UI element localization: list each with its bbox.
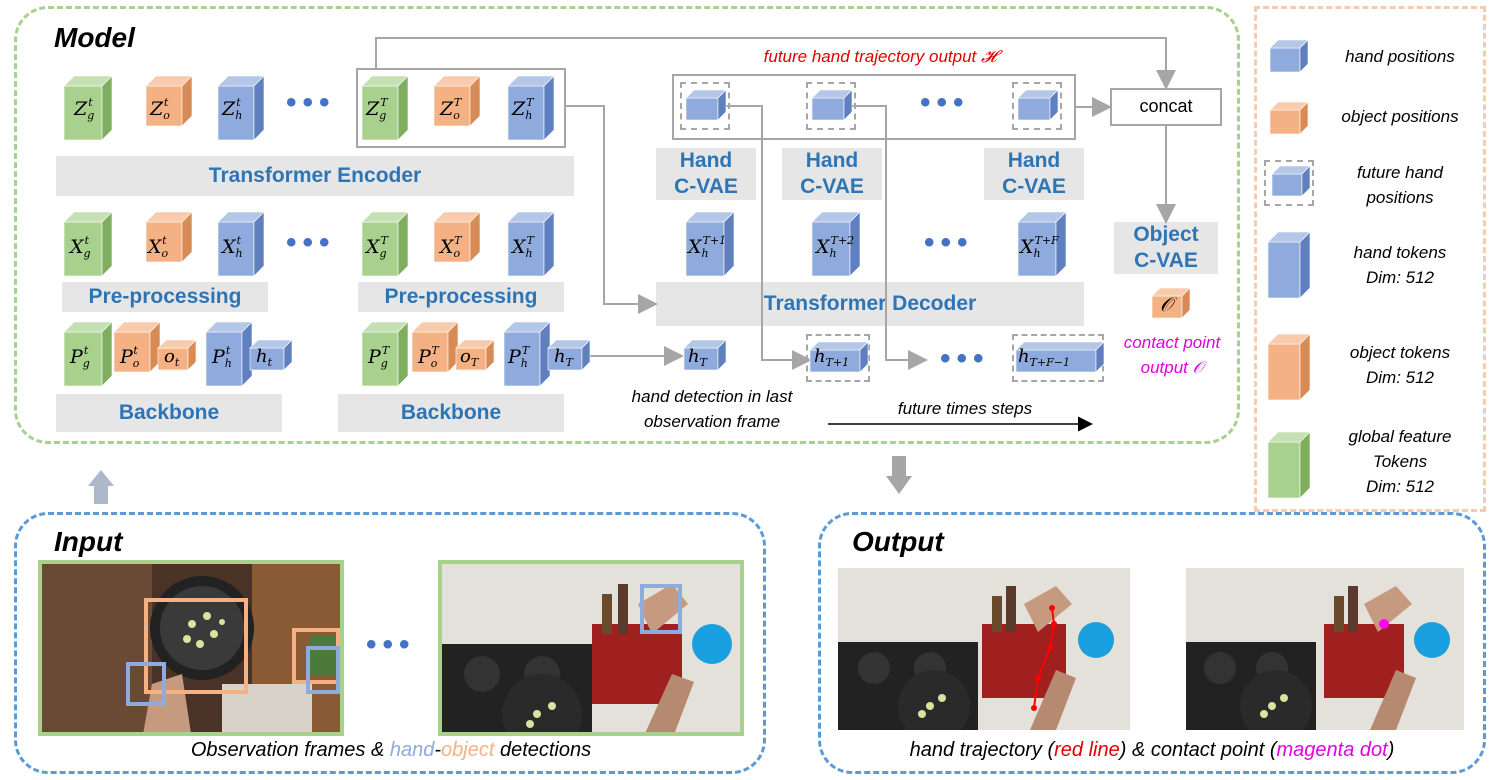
- transformer-decoder: Transformer Decoder: [656, 282, 1084, 326]
- p-o-t: Pot: [120, 344, 140, 370]
- input-caption-b: detections: [494, 739, 592, 761]
- concat-label: concat: [1139, 96, 1193, 116]
- future-output-symbol: 𝓗: [981, 47, 997, 67]
- hand-cvae-1: Hand C-VAE: [656, 148, 756, 200]
- output-caption-c: ): [1387, 739, 1395, 761]
- input-caption-a: Observation frames &: [190, 739, 390, 761]
- legend-future-hand-box: [1264, 160, 1314, 206]
- contact-label: contact point output 𝒪: [1104, 330, 1240, 381]
- contact-symbol: 𝒪: [1192, 358, 1204, 378]
- pre-processing-2: Pre-processing: [358, 282, 564, 312]
- z-o-t: Zot: [150, 96, 170, 122]
- x-h-T2: XhT+2: [816, 234, 855, 260]
- h-t: ht: [256, 346, 273, 369]
- input-caption-object: object: [441, 739, 495, 761]
- object-output-symbol: 𝒪: [1160, 292, 1173, 316]
- legend-future-hand-positions: future hand positions: [1356, 163, 1443, 207]
- input-frame-1: [38, 560, 344, 736]
- legend-object-tokens-dim: Dim: 512: [1365, 368, 1435, 387]
- ellipsis-decoder-tokens: •••: [924, 226, 974, 259]
- x-g-t: Xgt: [70, 234, 91, 260]
- ellipsis-future-out: •••: [920, 86, 970, 119]
- legend-global-tokens-dim: Dim: 512: [1365, 477, 1435, 496]
- o-T: oT: [460, 346, 479, 369]
- input-caption-dash: -: [434, 739, 442, 761]
- output-title: Output: [852, 526, 944, 557]
- hand-cvae-3: Hand C-VAE: [984, 148, 1084, 200]
- backbone-2: Backbone: [338, 394, 564, 432]
- future-output-label-text: future hand trajectory output: [763, 47, 977, 66]
- x-h-T: XhT: [512, 234, 534, 260]
- legend-global-tokens-name: global feature Tokens: [1348, 427, 1452, 471]
- legend-hand-tokens-name: hand tokens: [1353, 243, 1447, 262]
- legend-panel: [1254, 6, 1486, 512]
- future-out-box-1: [680, 82, 730, 130]
- input-title: Input: [54, 526, 123, 557]
- x-g-T: XgT: [366, 234, 388, 260]
- hand-cvae-2: Hand C-VAE: [782, 148, 882, 200]
- output-caption-b: ) & contact point (: [1119, 739, 1277, 761]
- x-h-t: Xht: [222, 234, 243, 260]
- contact-label-text: contact point output: [1123, 333, 1221, 377]
- output-caption-mag: magenta dot: [1276, 739, 1388, 761]
- backbone-1: Backbone: [56, 394, 282, 432]
- object-cvae: Object C-VAE: [1114, 222, 1218, 274]
- future-out-box-3: [1012, 82, 1062, 130]
- output-caption-a: hand trajectory (: [909, 739, 1055, 761]
- z-g-T: ZgT: [366, 96, 388, 122]
- input-frame-2: [438, 560, 744, 736]
- ellipsis-decoder-input: •••: [940, 342, 990, 375]
- output-caption-red: red line: [1054, 739, 1120, 761]
- x-o-T: XoT: [440, 234, 462, 260]
- legend-object-tokens-name: object tokens: [1349, 343, 1451, 362]
- future-steps-label: future times steps: [897, 399, 1033, 418]
- output-frame-1: [838, 568, 1130, 730]
- o-t: ot: [164, 346, 180, 369]
- ellipsis-input: •••: [286, 226, 336, 259]
- legend-hand-positions: hand positions: [1345, 47, 1455, 66]
- legend-object-tokens: object tokens Dim: 512: [1322, 340, 1478, 390]
- hand-detection-label: hand detection in last observation frame: [631, 387, 793, 431]
- x-h-TF: XhT+F: [1020, 234, 1059, 260]
- p-h-T: PhT: [508, 344, 530, 370]
- model-title: Model: [54, 22, 135, 53]
- z-h-t: Zht: [222, 96, 243, 122]
- p-g-T: PgT: [368, 344, 390, 370]
- h-T-dec: hT: [688, 346, 707, 369]
- future-out-box-2: [806, 82, 856, 130]
- input-caption-hand: hand: [389, 739, 435, 761]
- legend-hand-tokens: hand tokens Dim: 512: [1322, 240, 1478, 290]
- legend-global-tokens: global feature Tokens Dim: 512: [1330, 424, 1470, 499]
- output-frame-2: [1186, 568, 1464, 730]
- legend-hand-tokens-dim: Dim: 512: [1365, 268, 1435, 287]
- z-h-T: ZhT: [512, 96, 534, 122]
- h-T-plus-1: hT+1: [814, 346, 850, 369]
- future-hand-pos-box-1: [806, 334, 870, 382]
- p-o-T: PoT: [418, 344, 439, 370]
- pre-processing-1: Pre-processing: [62, 282, 268, 312]
- x-h-T1: XhT+1: [688, 234, 727, 260]
- input-caption: Observation frames & hand-object detecti…: [38, 738, 744, 763]
- x-o-t: Xot: [148, 234, 169, 260]
- legend-object-positions: object positions: [1341, 107, 1459, 126]
- ellipsis-frames: •••: [366, 628, 416, 661]
- output-caption: hand trajectory (red line) & contact poi…: [838, 738, 1466, 763]
- p-h-t: Pht: [212, 344, 232, 370]
- p-g-t: Pgt: [70, 344, 90, 370]
- output-panel: [818, 512, 1486, 774]
- future-output-label: future hand trajectory output 𝓗: [700, 44, 1060, 70]
- model-panel: [14, 6, 1240, 444]
- ellipsis-encoder: •••: [286, 86, 336, 119]
- input-panel: [14, 512, 766, 774]
- transformer-encoder: Transformer Encoder: [56, 156, 574, 196]
- z-o-T: ZoT: [440, 96, 462, 122]
- h-T-plus-F-minus-1: hT+F−1: [1018, 346, 1070, 369]
- z-g-t: Zgt: [74, 96, 95, 122]
- h-T: hT: [554, 346, 573, 369]
